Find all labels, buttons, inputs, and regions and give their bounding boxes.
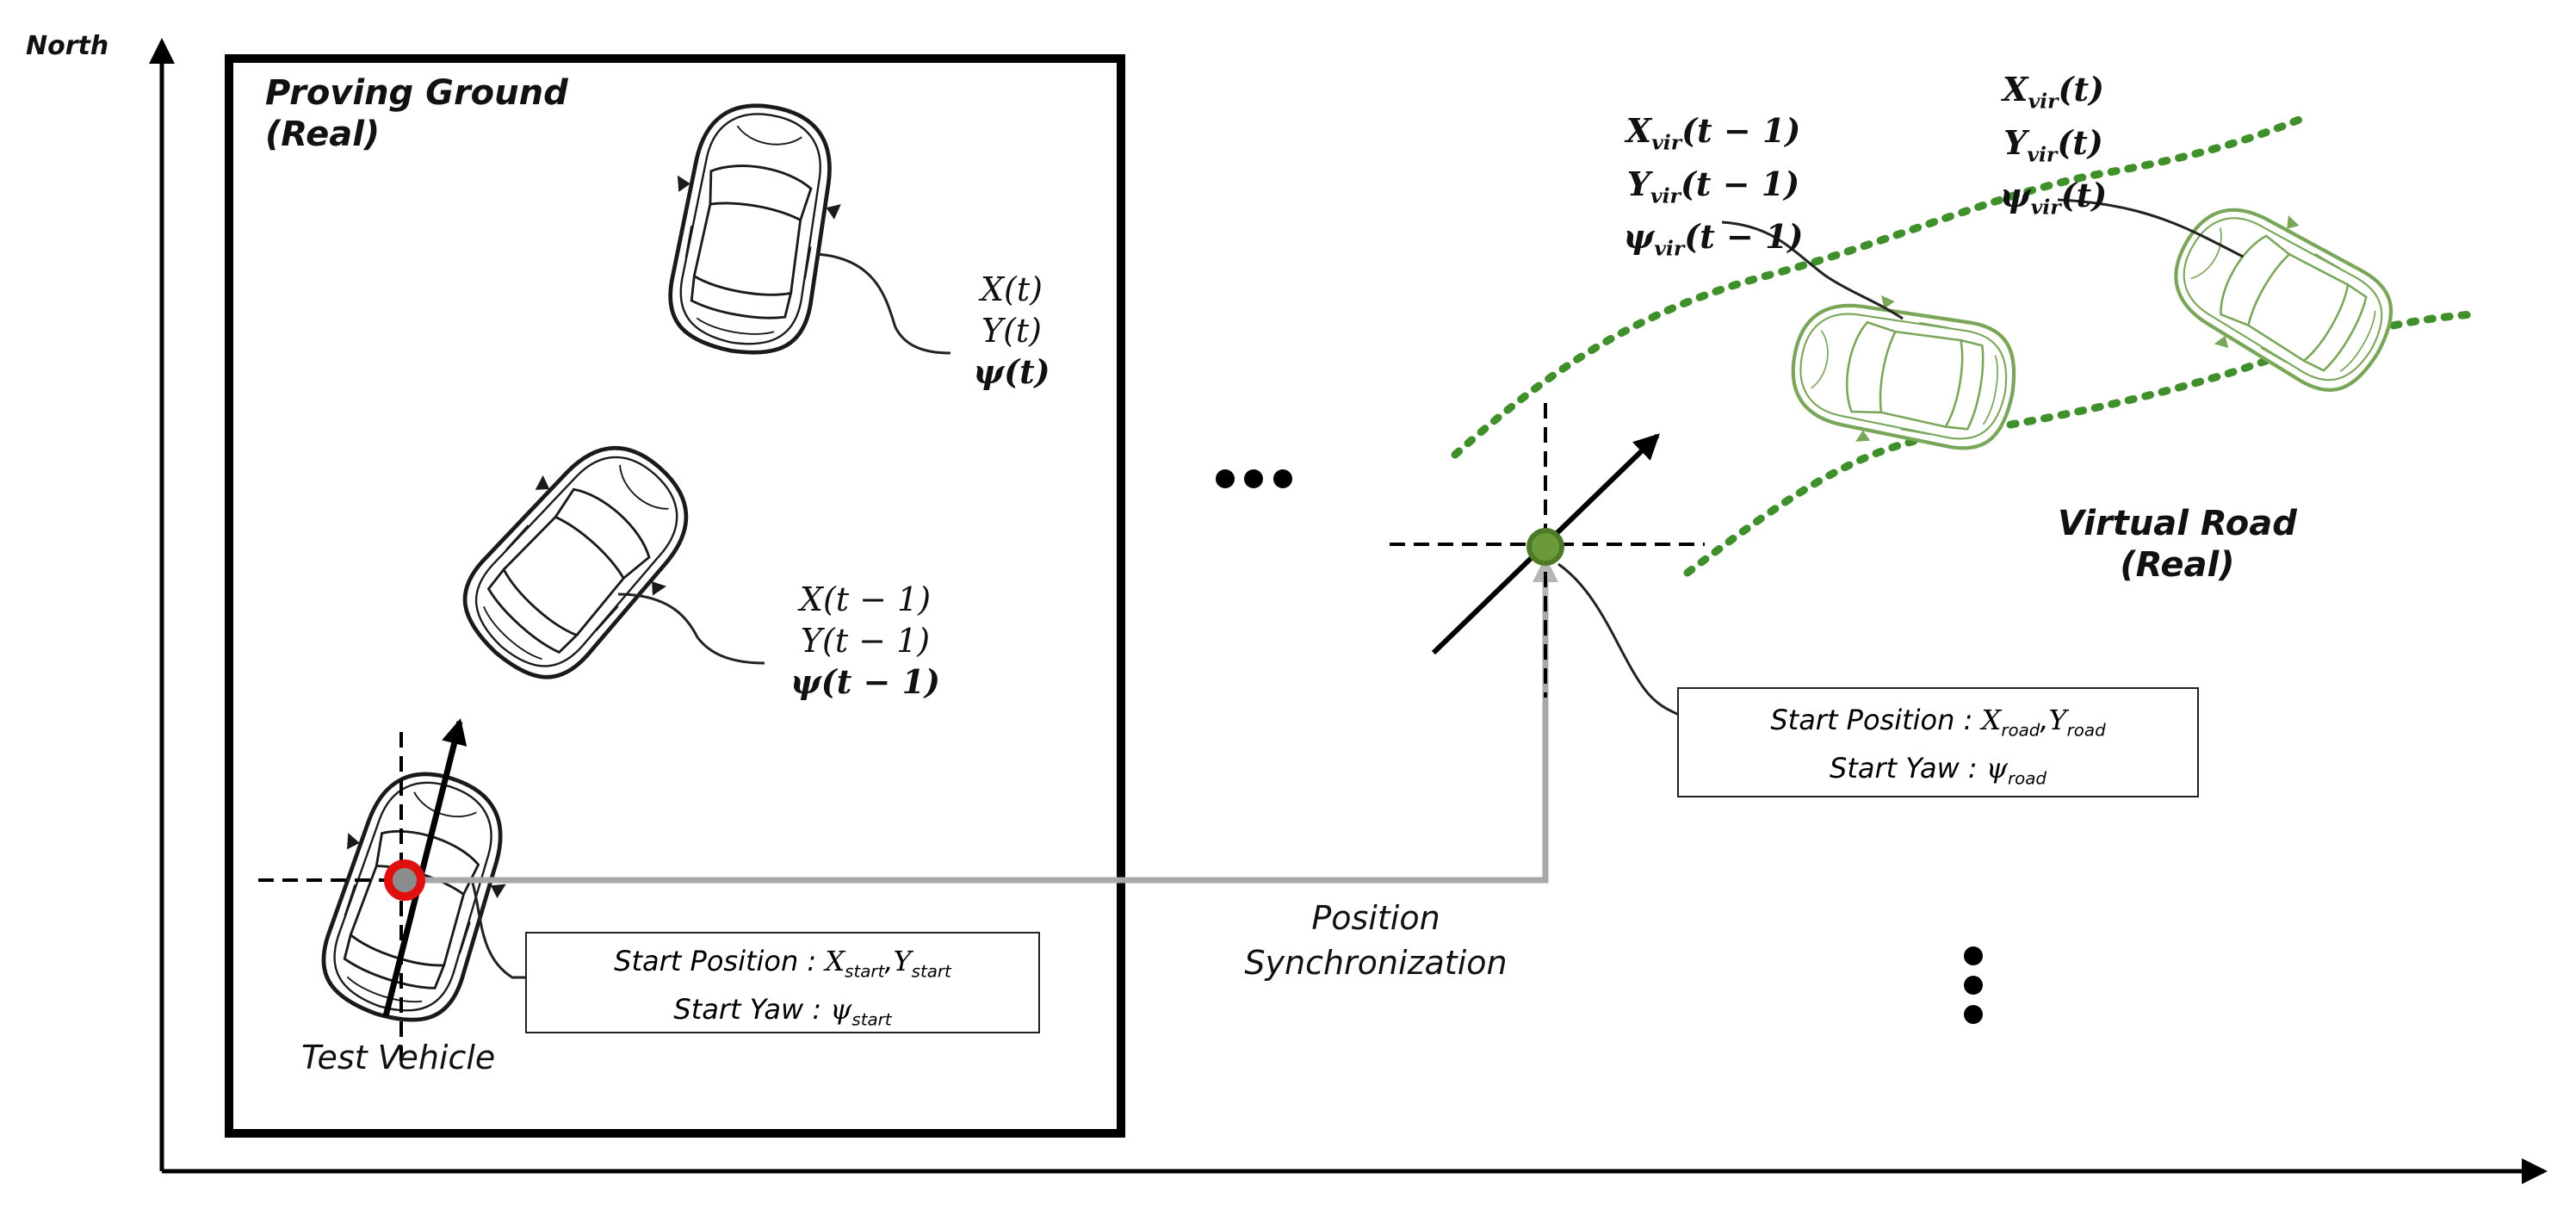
real-pose-t: X(t) Y(t) ψ(t) — [951, 269, 1072, 393]
start-box-vehicle-yaw: Start Yaw : ψstart — [673, 993, 892, 1030]
real-pose-t1-x: X(t − 1) — [799, 580, 932, 618]
virtual-pose-t1-y: Yvir(t − 1) — [1626, 164, 1800, 208]
proving-ground-title: Proving Ground (Real) — [265, 72, 568, 155]
callout-virtual-t — [2057, 198, 2244, 258]
virtual-road-title-line1: Virtual Road — [2058, 504, 2297, 543]
virtual-road-title: Virtual Road (Real) — [2058, 503, 2297, 586]
road-edge-lower — [1683, 310, 2480, 577]
ellipsis-horizontal — [1216, 469, 1292, 488]
virtual-pose-t: Xvir(t) Yvir(t) ψvir(t) — [1985, 69, 2122, 228]
callout-real-t — [815, 252, 951, 355]
axes — [149, 38, 2548, 1184]
start-box-road: Start Position : Xroad,Yroad Start Yaw :… — [1677, 687, 2199, 797]
heading-arrow-start — [382, 718, 468, 1017]
virtual-pose-t-y: Yvir(t) — [2003, 122, 2103, 167]
sync-label-line2: Synchronization — [1244, 944, 1508, 982]
car-virtual-t-minus-1 — [1782, 283, 2025, 466]
virtual-pose-t1-x: Xvir(t − 1) — [1625, 111, 1801, 155]
virtual-road-title-line2: (Real) — [2120, 545, 2235, 585]
car-real-t-minus-1 — [435, 414, 721, 707]
start-box-road-position: Start Position : Xroad,Yroad — [1770, 704, 2106, 741]
real-pose-t1-y: Y(t − 1) — [800, 622, 931, 660]
real-pose-t-x: X(t) — [981, 270, 1043, 308]
callout-virtual-t1 — [1721, 220, 1904, 320]
car-real-t — [650, 93, 854, 365]
virtual-pose-t-psi: ψvir(t) — [1999, 176, 2108, 220]
callout-virtual-start — [1557, 562, 1680, 717]
callout-start — [470, 879, 525, 979]
real-pose-t1-psi: ψ(t − 1) — [790, 662, 941, 701]
test-vehicle-label: Test Vehicle — [301, 1039, 496, 1076]
sync-label-line1: Position — [1311, 899, 1440, 937]
start-box-vehicle: Start Position : Xstart,Ystart Start Yaw… — [525, 932, 1040, 1033]
proving-ground-title-line1: Proving Ground — [265, 73, 568, 113]
start-box-road-yaw: Start Yaw : ψroad — [1830, 752, 2047, 789]
car-virtual-t — [2150, 179, 2414, 417]
north-axis-label: North — [26, 31, 109, 61]
proving-ground-box — [225, 54, 1125, 1138]
virtual-pose-t1-psi: ψvir(t − 1) — [1623, 217, 1804, 261]
real-start-marker — [384, 859, 425, 901]
real-pose-t-y: Y(t) — [981, 312, 1042, 350]
proving-ground-title-line2: (Real) — [265, 115, 381, 154]
ellipsis-vertical — [1964, 946, 1983, 1024]
callout-real-t1 — [617, 592, 765, 665]
virtual-pose-t1: Xvir(t − 1) Yvir(t − 1) ψvir(t − 1) — [1601, 110, 1825, 270]
virtual-pose-t-x: Xvir(t) — [2002, 70, 2105, 114]
real-pose-t1: X(t − 1) Y(t − 1) ψ(t − 1) — [779, 579, 951, 703]
start-box-vehicle-position: Start Position : Xstart,Ystart — [614, 945, 951, 982]
real-pose-t-psi: ψ(t) — [973, 352, 1050, 391]
sync-label: Position Synchronization — [1212, 896, 1539, 985]
virtual-start-marker — [1526, 528, 1564, 566]
